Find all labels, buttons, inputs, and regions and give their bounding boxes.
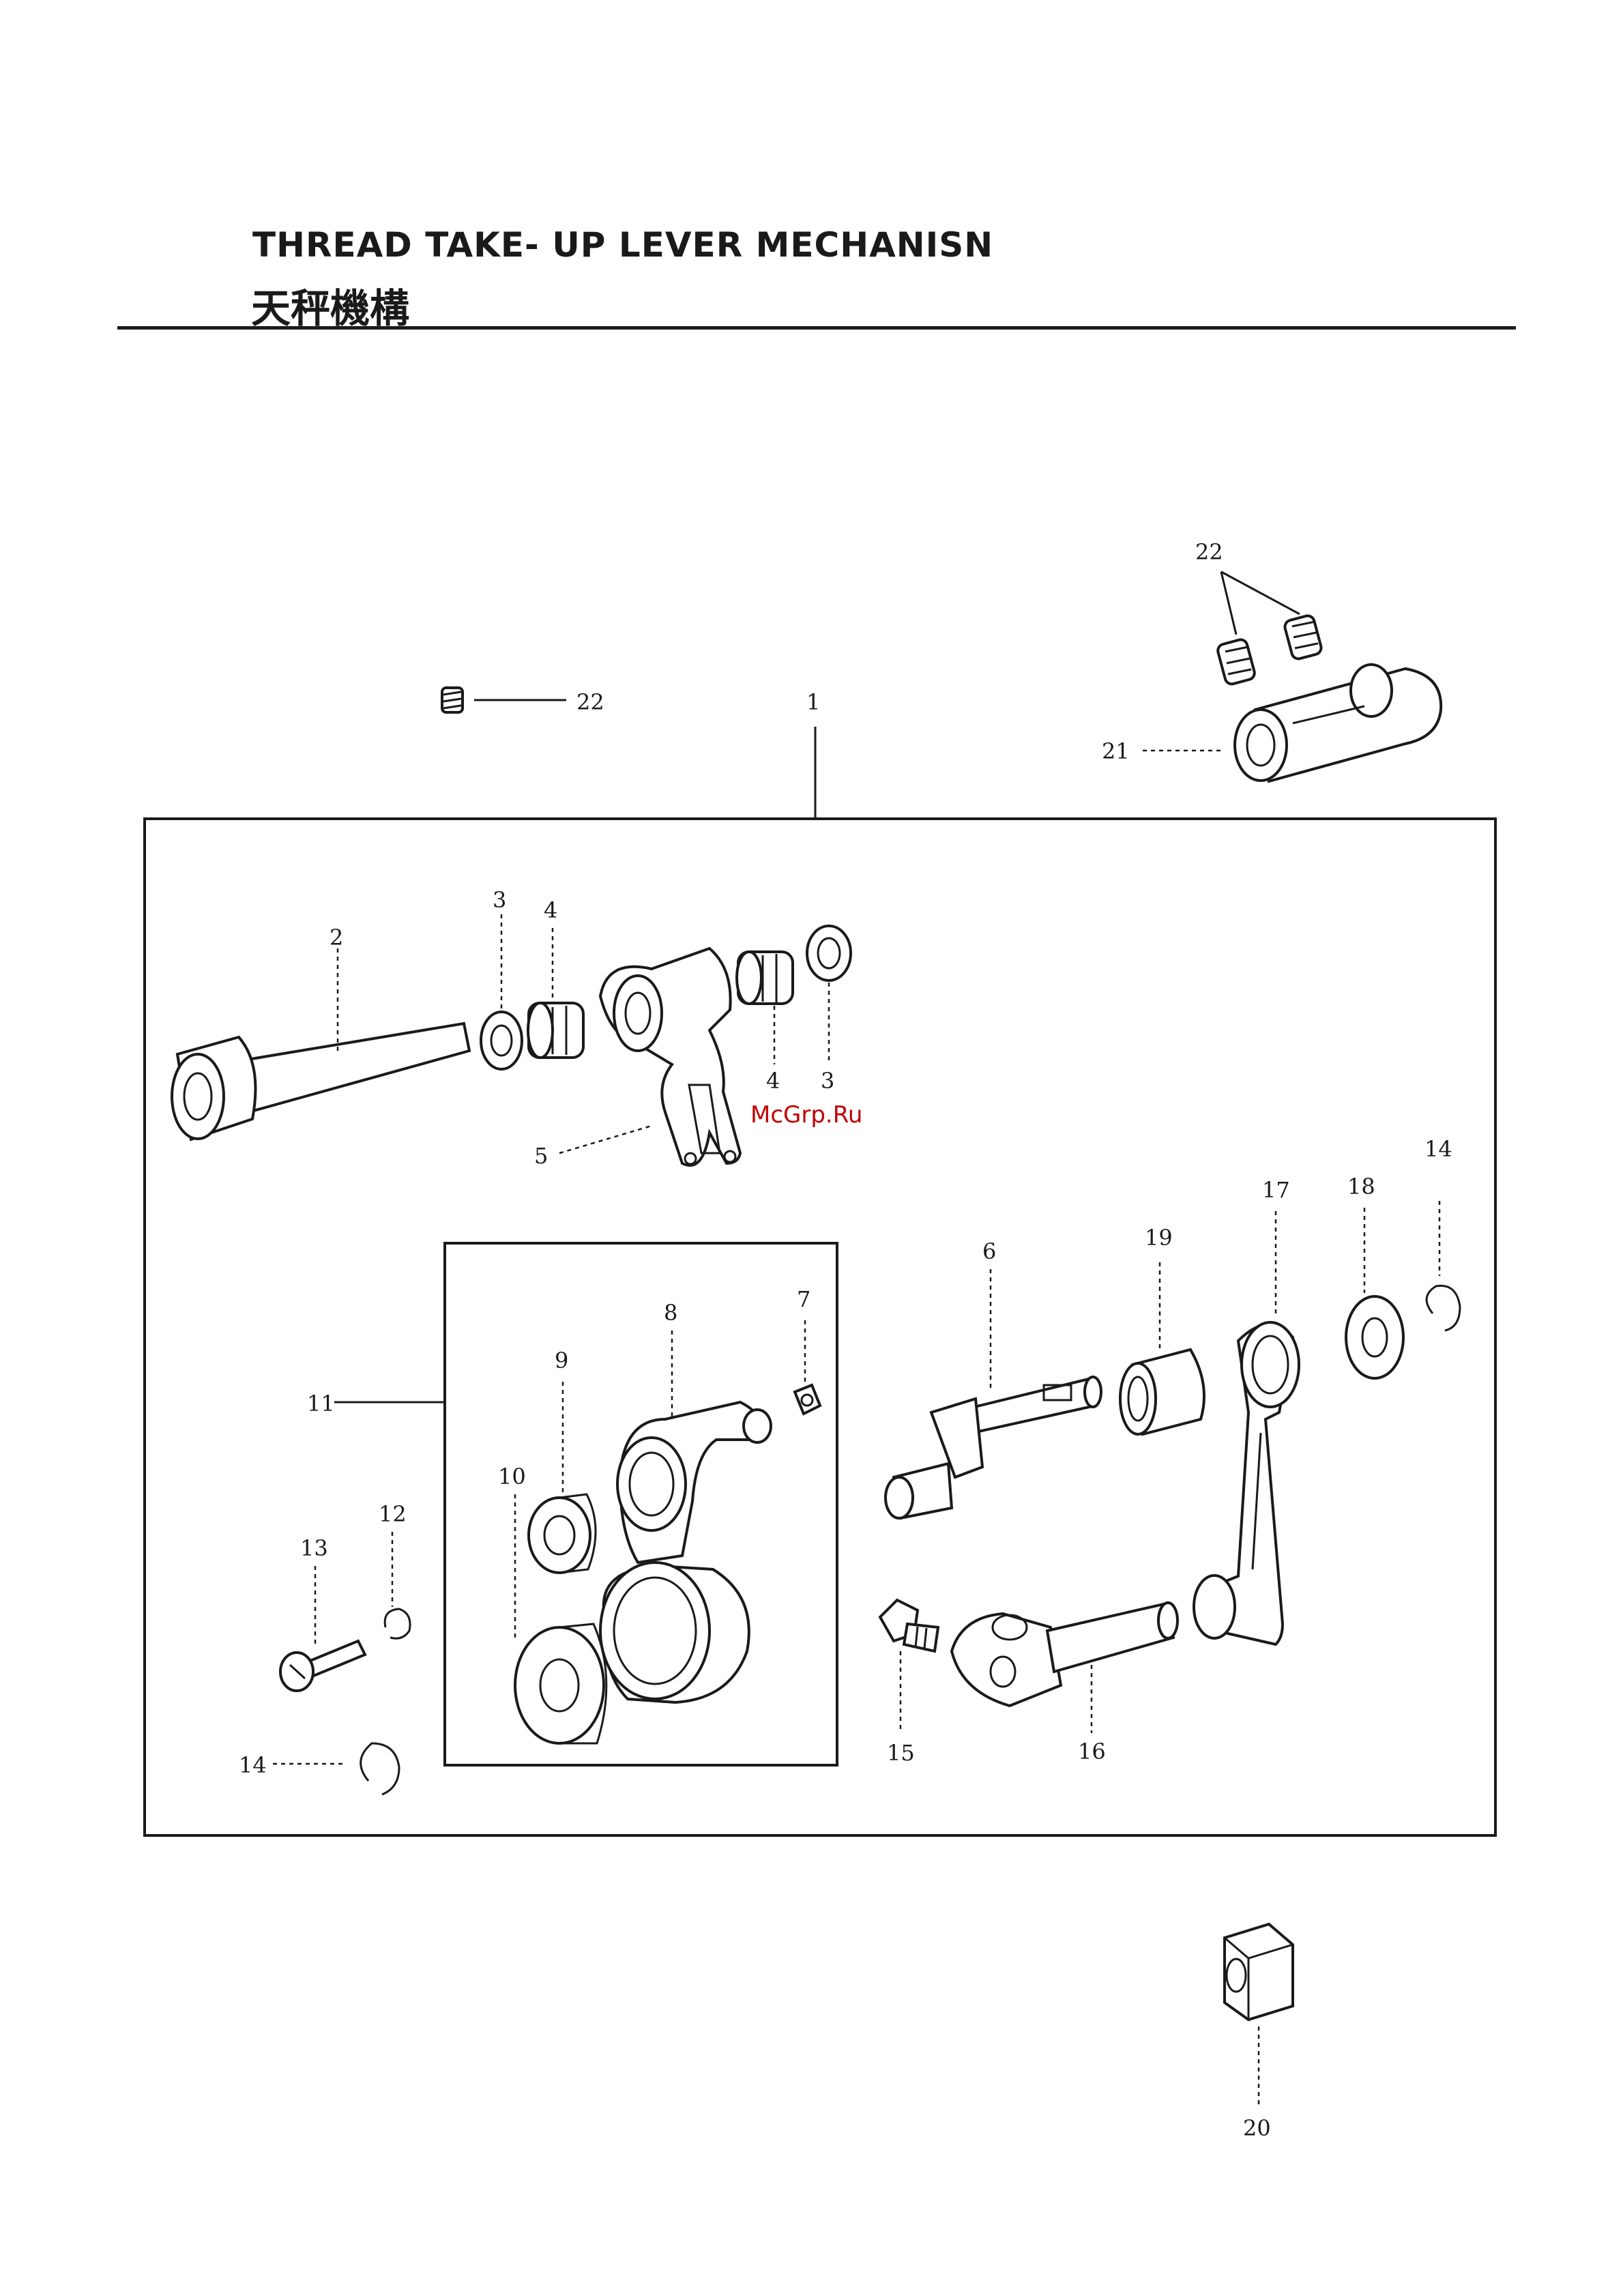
part-4-bearing-left (528, 1003, 583, 1058)
part-19-needle-bearing (1120, 1350, 1204, 1434)
callout-13: 13 (300, 1535, 328, 1561)
leader-5 (559, 1126, 652, 1153)
callout-22b: 22 (1195, 539, 1223, 565)
part-7-small-nut (795, 1385, 820, 1414)
callout-3a: 3 (493, 887, 506, 913)
callout-12: 12 (379, 1501, 407, 1527)
callout-8: 8 (664, 1300, 677, 1326)
callout-22a: 22 (576, 689, 604, 715)
callout-3b: 3 (821, 1068, 834, 1094)
part-16-clamp-crank (952, 1603, 1178, 1706)
callout-15: 15 (887, 1740, 915, 1766)
callout-18: 18 (1347, 1174, 1375, 1200)
callout-4b: 4 (766, 1068, 780, 1094)
callout-21: 21 (1102, 738, 1130, 764)
part-3-washer-left (481, 1012, 522, 1069)
part-20-square-nut (1225, 1924, 1293, 2020)
callout-10: 10 (498, 1464, 526, 1490)
callout-9: 9 (555, 1348, 568, 1374)
leader-22b-2 (1221, 572, 1300, 614)
part-22-set-screws-right (1216, 614, 1323, 685)
part-15-bolt (880, 1600, 938, 1651)
callout-17: 17 (1262, 1177, 1290, 1203)
part-14-ring-right (1427, 1285, 1460, 1331)
callout-2: 2 (330, 925, 343, 950)
part-10-eccentric-ring (600, 1563, 749, 1702)
part-3-washer-right (807, 926, 851, 980)
part-22-set-screw-left (442, 688, 463, 712)
callout-20: 20 (1243, 2115, 1271, 2141)
callout-4a: 4 (544, 897, 557, 923)
callout-14a: 14 (1424, 1136, 1452, 1162)
callout-6: 6 (982, 1238, 996, 1264)
part-21-crank-block (1235, 665, 1441, 781)
part-12-clip (385, 1609, 410, 1638)
callout-5: 5 (534, 1143, 548, 1169)
part-9-ball-bearing (529, 1494, 596, 1573)
part-6-crank-shaft (886, 1377, 1101, 1518)
part-17-connecting-link (1194, 1322, 1299, 1644)
part-2-shaft (172, 1023, 469, 1139)
part-8-lever-arm (617, 1402, 771, 1563)
callout-19: 19 (1145, 1225, 1173, 1251)
part-4-bearing-right (737, 952, 793, 1004)
part-5-take-up-lever (600, 948, 740, 1165)
callout-16: 16 (1078, 1739, 1106, 1764)
part-10-large-bearing (515, 1624, 606, 1743)
part-13-shoulder-screw (280, 1641, 365, 1691)
callout-7: 7 (797, 1286, 810, 1312)
watermark-text: McGrp.Ru (750, 1101, 862, 1129)
part-14-ring-left (361, 1743, 399, 1794)
part-18-washer (1346, 1296, 1403, 1378)
callout-11: 11 (307, 1391, 335, 1416)
callout-1: 1 (806, 689, 820, 715)
leader-22b-1 (1221, 572, 1236, 635)
callout-14b: 14 (239, 1752, 267, 1778)
